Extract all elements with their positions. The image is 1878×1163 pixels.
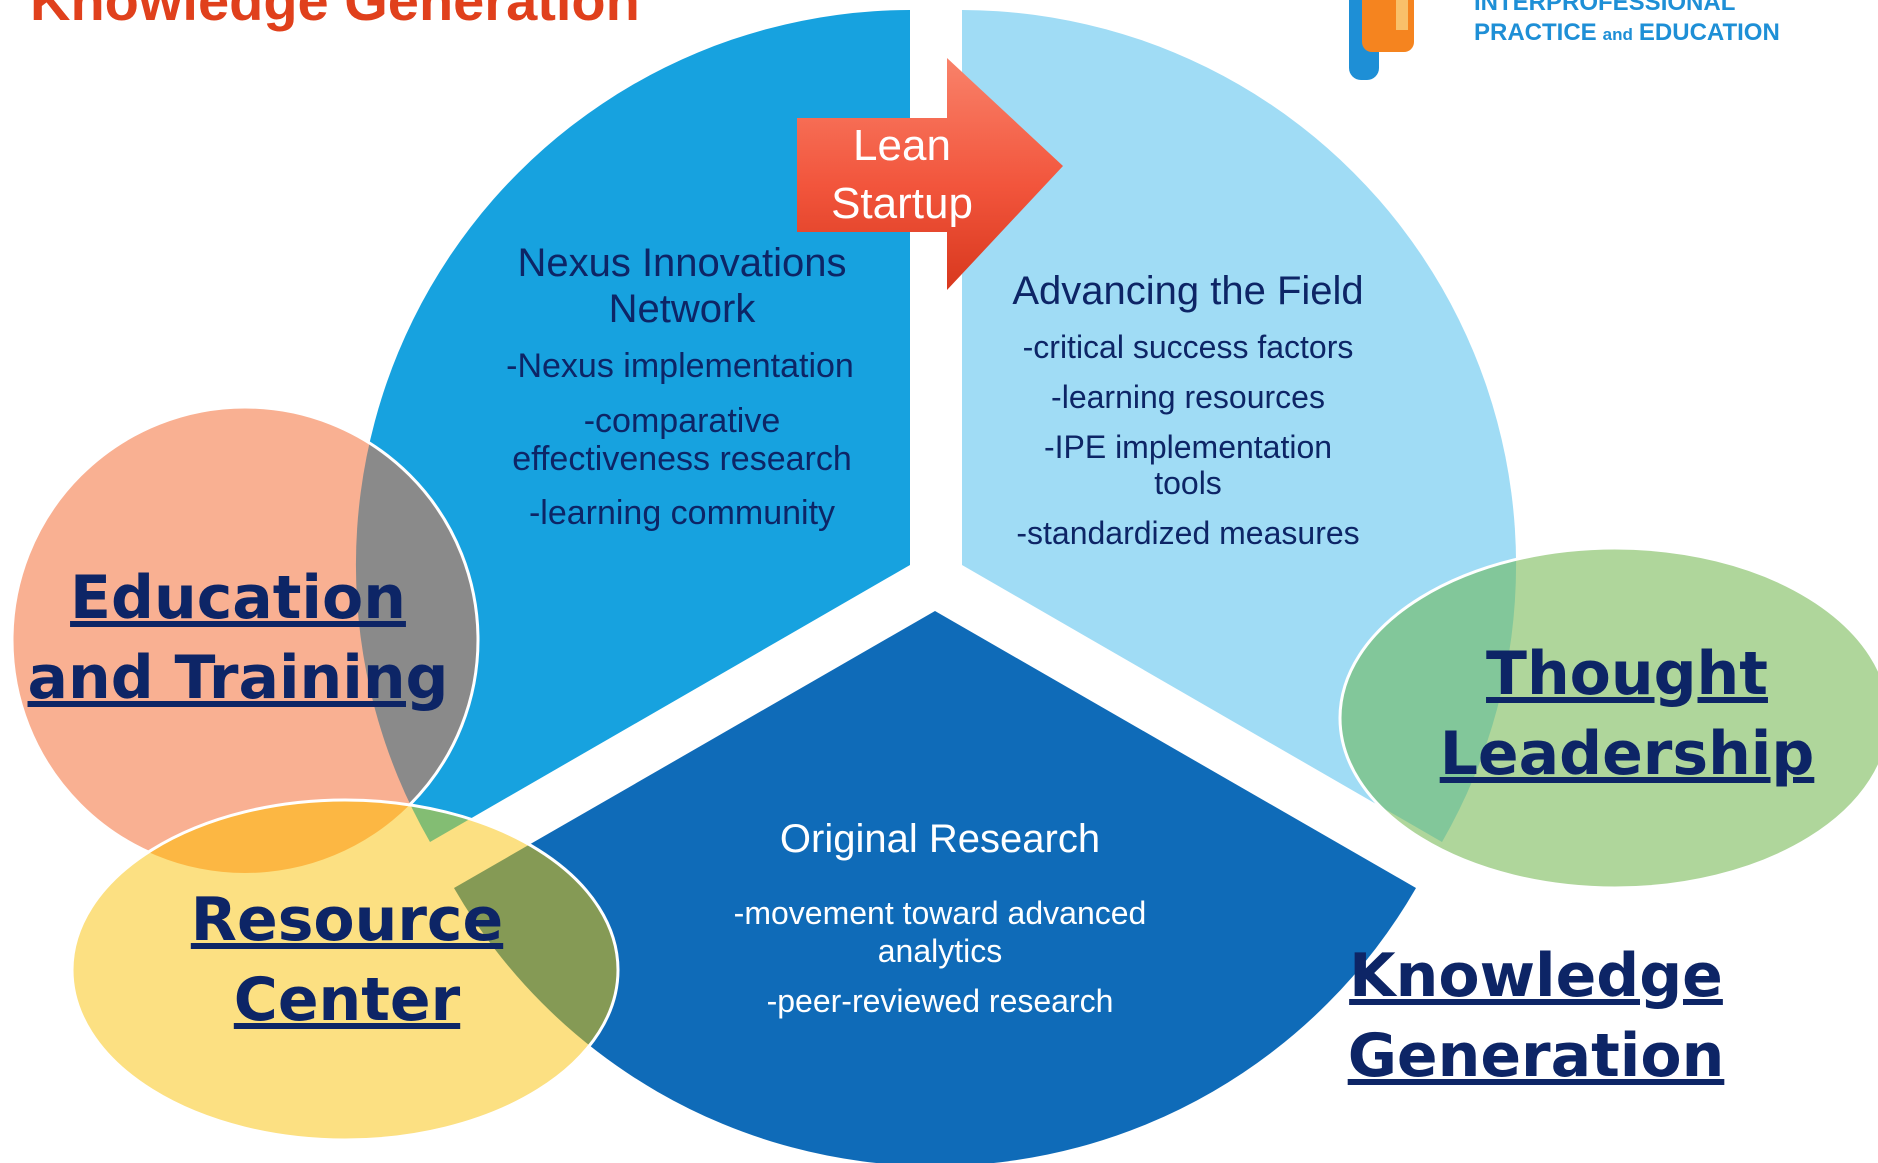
thought-label-line1: Thought xyxy=(1486,639,1768,709)
nexus-item-1: -Nexus implementation xyxy=(506,347,854,385)
label-knowledge: Knowledge Generation xyxy=(1348,941,1725,1091)
nexus-item-3: -learning community xyxy=(529,494,835,532)
nexus-heading-line1: Nexus Innovations xyxy=(517,241,846,285)
knowledge-label-line1: Knowledge xyxy=(1349,941,1723,1011)
knowledge-label-line2: Generation xyxy=(1348,1021,1725,1091)
original-heading: Original Research xyxy=(780,817,1100,861)
resource-label-line2: Center xyxy=(234,965,461,1035)
arrow-label-line2: Startup xyxy=(831,179,973,228)
arrow-label-line1: Lean xyxy=(853,121,951,170)
nexus-item-2-line2: effectiveness research xyxy=(512,440,852,478)
page-title: Knowledge Generation xyxy=(30,0,640,32)
logo-text-line1: INTERPROFESSIONAL xyxy=(1474,0,1735,16)
original-item-2: -peer-reviewed research xyxy=(767,983,1114,1019)
advancing-item-4: -standardized measures xyxy=(1016,515,1359,551)
advancing-heading: Advancing the Field xyxy=(1012,269,1363,313)
segment-nexus xyxy=(355,10,910,842)
original-item-1-line2: analytics xyxy=(878,933,1003,969)
label-resource: Resource Center xyxy=(191,885,503,1035)
nexus-text-block: Nexus Innovations Network -Nexus impleme… xyxy=(506,241,854,532)
original-item-1-line1: -movement toward advanced xyxy=(734,895,1147,931)
original-text-block: Original Research -movement toward advan… xyxy=(734,817,1147,1019)
advancing-text-block: Advancing the Field -critical success fa… xyxy=(1012,269,1363,551)
advancing-item-3-line1: -IPE implementation xyxy=(1044,429,1332,465)
segment-original xyxy=(454,611,1416,1163)
label-thought: Thought Leadership xyxy=(1440,639,1815,789)
advancing-item-1: -critical success factors xyxy=(1023,329,1354,365)
lean-startup-arrow: Lean Startup xyxy=(797,58,1063,290)
education-label-line1: Education xyxy=(70,563,406,633)
advancing-item-2: -learning resources xyxy=(1051,379,1325,415)
education-label-line2: and Training xyxy=(28,643,449,713)
advancing-item-3-line2: tools xyxy=(1154,465,1222,501)
right-arrow-icon xyxy=(797,58,1063,290)
label-education: Education and Training xyxy=(28,563,449,713)
nexus-item-2-line1: -comparative xyxy=(584,402,781,440)
thought-label-line2: Leadership xyxy=(1440,719,1815,789)
nexus-heading-line2: Network xyxy=(609,287,757,331)
resource-label-line1: Resource xyxy=(191,885,503,955)
